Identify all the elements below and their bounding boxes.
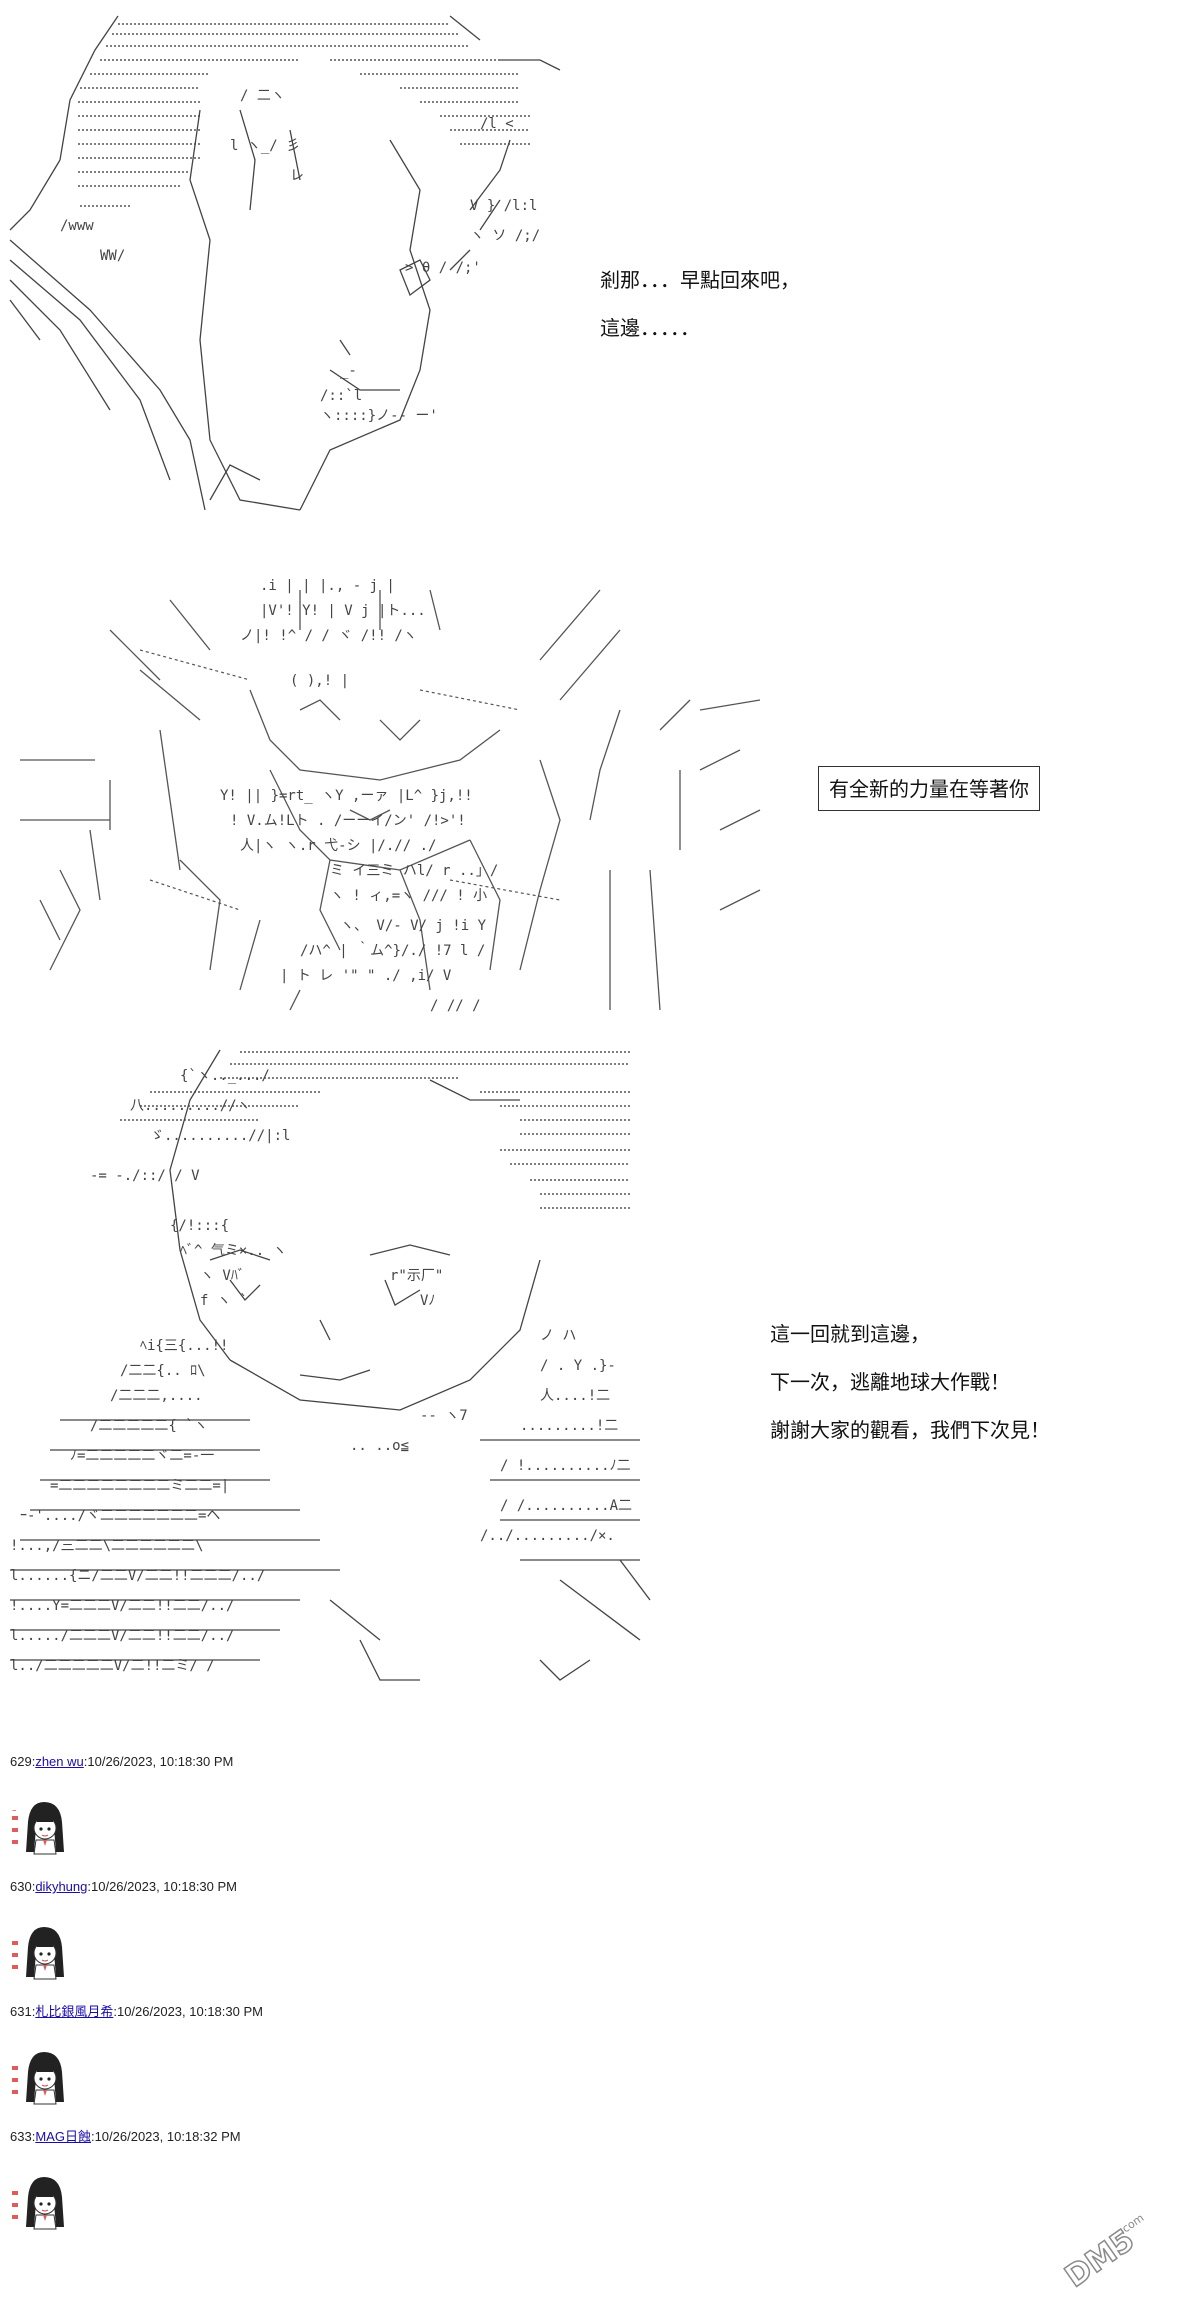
- svg-text:ヽ::::}ノ-- ー': ヽ::::}ノ-- ー': [320, 408, 438, 424]
- svg-text:ﾍﾞ^ 气ミ×.. ヽ: ﾍﾞ^ 气ミ×.. ヽ: [180, 1243, 287, 1259]
- dialogue-line: 這一回就到這邊，: [770, 1322, 930, 1346]
- svg-text:/二二二二二{ `ヽ: /二二二二二{ `ヽ: [90, 1418, 208, 1434]
- dialogue-panel-1: 剎那．．．早點回來吧， 這邊．．．．．: [600, 256, 800, 352]
- svg-text:{/!:::{: {/!:::{: [170, 1218, 229, 1234]
- svg-text:ｰ: ｰ: [12, 1807, 17, 1817]
- ascii-art-panel-1: / 二ヽ l ヽ_/ 彡 レ /l < V } /l:l ヽ ソ /;/ > θ…: [0, 10, 590, 540]
- svg-text:l../二二二二二V/二!!二ミ/ /: l../二二二二二V/二!!二ミ/ /: [10, 1658, 215, 1674]
- svg-text:ゞ..........//|:l: ゞ..........//|:l: [150, 1128, 290, 1144]
- svg-text:-- ヽ7: -- ヽ7: [420, 1408, 468, 1424]
- svg-text:/ . Y .}-: / . Y .}-: [540, 1358, 616, 1374]
- dialogue-line: 剎那．．．早點回來吧，: [600, 268, 800, 292]
- svg-text:-= -./::/ / V: -= -./::/ / V: [90, 1168, 200, 1184]
- svg-text:l......{ニ/二二V/二二!!二二二/../: l......{ニ/二二V/二二!!二二二/../: [10, 1568, 265, 1584]
- post-header: 629:zhen wu:10/26/2023, 10:18:30 PM: [10, 1754, 234, 1769]
- svg-text:!...,/三二二\二二二二二二\: !...,/三二二\二二二二二二\: [10, 1538, 203, 1554]
- svg-text:ヽ ソ /;/: ヽ ソ /;/: [470, 228, 540, 244]
- svg-text:/ハ^ | ｀ム^}/./ !7 l /: /ハ^ | ｀ム^}/./ !7 l /: [300, 941, 485, 959]
- svg-text:.. ..o≦: .. ..o≦: [350, 1438, 409, 1454]
- post-item: 633:MAG日蝕:10/26/2023, 10:18:32 PM: [10, 2127, 610, 2233]
- post-number: 629: [10, 1754, 32, 1769]
- dialogue-panel-3: 這一回就到這邊， 下一次，逃離地球大作戰！ 謝謝大家的觀看，我們下次見！: [770, 1310, 1050, 1454]
- chibi-girl-avatar-icon: ｰ: [10, 1796, 72, 1858]
- svg-text:=二二二二二二二二ミ二二=|: =二二二二二二二二ミ二二=|: [50, 1478, 229, 1494]
- svg-text:ノ|! !^ / / ヾ /!! /ヽ: ノ|! !^ / / ヾ /!! /ヽ: [240, 628, 417, 644]
- dialogue-line: 下一次，逃離地球大作戰！: [770, 1370, 1010, 1394]
- dm5-watermark-logo: DM5 .com: [1058, 2211, 1147, 2290]
- svg-text:ヽ、 V/- V/ j !i Y: ヽ、 V/- V/ j !i Y: [340, 918, 487, 934]
- post-header: 630:dikyhung:10/26/2023, 10:18:30 PM: [10, 1879, 238, 1894]
- svg-text:Y! || }=rt_ ヽY ,ーァ |L^ }: Y! || }=rt_ ヽY ,ーァ |L^ }j,!!: [220, 788, 473, 804]
- svg-text:/l <: /l <: [480, 116, 514, 132]
- svg-text:WW/: WW/: [100, 248, 125, 264]
- svg-text:ヽ ! ィ,=ヽ /// ! 小: ヽ ! ィ,=ヽ /// ! 小: [330, 888, 487, 904]
- svg-text:ノ ハ: ノ ハ: [540, 1328, 576, 1344]
- post-username-link[interactable]: MAG日蝕: [35, 2129, 91, 2144]
- svg-text:八.........//ヽ: 八.........//ヽ: [130, 1098, 251, 1114]
- svg-text:r"示厂": r"示厂": [390, 1268, 443, 1284]
- svg-text:{`ヽ.._.../: {`ヽ.._.../: [180, 1068, 270, 1084]
- post-item: 630:dikyhung:10/26/2023, 10:18:30 PM: [10, 1877, 610, 1983]
- chibi-girl-avatar-icon: [10, 1921, 72, 1983]
- svg-text:Vﾉ: Vﾉ: [420, 1293, 435, 1309]
- post-item: 629:zhen wu:10/26/2023, 10:18:30 PM ｰ: [10, 1752, 610, 1858]
- post-header: 631:札比銀風月希:10/26/2023, 10:18:30 PM: [10, 2004, 263, 2019]
- svg-text:ｰ-'..../ヾ二二二二二二二=ヘ: ｰ-'..../ヾ二二二二二二二=ヘ: [20, 1508, 220, 1524]
- svg-text:.........!二: .........!二: [520, 1418, 618, 1434]
- svg-text:/二二{.. ﾛ\: /二二{.. ﾛ\: [120, 1363, 206, 1379]
- svg-text:ヽ Vﾊﾞ: ヽ Vﾊﾞ: [200, 1268, 245, 1284]
- post-timestamp: 10/26/2023, 10:18:32 PM: [94, 2129, 241, 2144]
- post-number: 633: [10, 2129, 32, 2144]
- svg-text:( ),! |: ( ),! |: [290, 673, 349, 689]
- dialogue-line: 這邊．．．．．: [600, 316, 700, 340]
- post-username-link[interactable]: zhen wu: [35, 1754, 84, 1769]
- chibi-girl-avatar-icon: [10, 2046, 72, 2108]
- svg-text:_-: _-: [340, 363, 357, 379]
- svg-text:レ: レ: [290, 168, 304, 184]
- post-username-link[interactable]: 札比銀風月希: [35, 2004, 114, 2019]
- post-timestamp: 10/26/2023, 10:18:30 PM: [116, 2004, 263, 2019]
- svg-text:> θ / /;': > θ / /;': [405, 260, 481, 276]
- svg-text:人....!二: 人....!二: [540, 1388, 610, 1404]
- boxed-caption-panel-2: 有全新的力量在等著你: [818, 766, 1040, 811]
- ascii-art-character-closeup: {`ヽ.._.../ 八.........//ヽ ゞ..........//|:…: [10, 1049, 651, 1681]
- ascii-art-panel-2: .i | | |., - j | |V'! Y! | V j |ト... ノ|!…: [0, 570, 800, 1020]
- post-item: 631:札比銀風月希:10/26/2023, 10:18:30 PM: [10, 2002, 610, 2108]
- svg-text:!....Y=二二二V/二二!!二二/../: !....Y=二二二V/二二!!二二/../: [10, 1598, 234, 1614]
- svg-text:/../........./×.: /../........./×.: [480, 1528, 615, 1544]
- svg-text:f ヽ `: f ヽ `: [200, 1293, 248, 1309]
- dialogue-line: 謝謝大家的觀看，我們下次見！: [770, 1418, 1050, 1442]
- svg-text:/ /..........A二: / /..........A二: [500, 1498, 632, 1514]
- svg-text:|V'! Y! | V j |ト...: |V'! Y! | V j |ト...: [260, 603, 426, 619]
- svg-text:.i | | |., - j |: .i | | |., - j |: [260, 578, 395, 594]
- svg-text:/ 二ヽ: / 二ヽ: [240, 88, 285, 104]
- post-number: 631: [10, 2004, 32, 2019]
- svg-text:l...../二二二V/二二!!二二/../: l...../二二二V/二二!!二二/../: [10, 1628, 234, 1644]
- ascii-art-girl-hair: / 二ヽ l ヽ_/ 彡 レ /l < V } /l:l ヽ ソ /;/ > θ…: [9, 15, 561, 511]
- svg-text:/www: /www: [60, 218, 94, 234]
- svg-text:/::`l: /::`l: [320, 388, 362, 404]
- post-timestamp: 10/26/2023, 10:18:30 PM: [91, 1879, 238, 1894]
- svg-text:ミ イ三ミ ハl/ r ..」/: ミ イ三ミ ハl/ r ..」/: [330, 863, 498, 879]
- ascii-art-power-figure: .i | | |., - j | |V'! Y! | V j |ト... ノ|!…: [20, 578, 761, 1014]
- svg-text:V } /l:l: V } /l:l: [470, 198, 537, 214]
- chibi-girl-avatar-icon: [10, 2171, 72, 2233]
- svg-text:l ヽ_/ 彡: l ヽ_/ 彡: [230, 138, 300, 154]
- svg-text:ﾉ=二二二二二ヾ二=-一: ﾉ=二二二二二ヾ二=-一: [70, 1448, 214, 1464]
- post-header: 633:MAG日蝕:10/26/2023, 10:18:32 PM: [10, 2129, 241, 2144]
- svg-text:/ !..........ﾉ二: / !..........ﾉ二: [500, 1458, 631, 1474]
- ascii-art-panel-3: {`ヽ.._.../ 八.........//ヽ ゞ..........//|:…: [0, 1040, 660, 1690]
- svg-text:/二二二,....: /二二二,....: [110, 1388, 203, 1404]
- svg-text:.com: .com: [1117, 2211, 1147, 2237]
- post-timestamp: 10/26/2023, 10:18:30 PM: [87, 1754, 234, 1769]
- svg-text:ﾍi{三{...!!: ﾍi{三{...!!: [140, 1338, 228, 1354]
- post-number: 630: [10, 1879, 32, 1894]
- svg-text:人|ヽ ヽ.r 弋-シ |/.// ./: 人|ヽ ヽ.r 弋-シ |/.// ./: [240, 838, 436, 854]
- post-username-link[interactable]: dikyhung: [35, 1879, 88, 1894]
- svg-text:| ト レ '" " ./ ,i/ V: | ト レ '" " ./ ,i/ V: [280, 968, 452, 984]
- svg-text:! V.ム!Lト . /ーーイ/ン' /!>'!: ! V.ム!Lト . /ーーイ/ン' /!>'!: [230, 813, 466, 829]
- svg-text:/ // /: / // /: [430, 998, 481, 1014]
